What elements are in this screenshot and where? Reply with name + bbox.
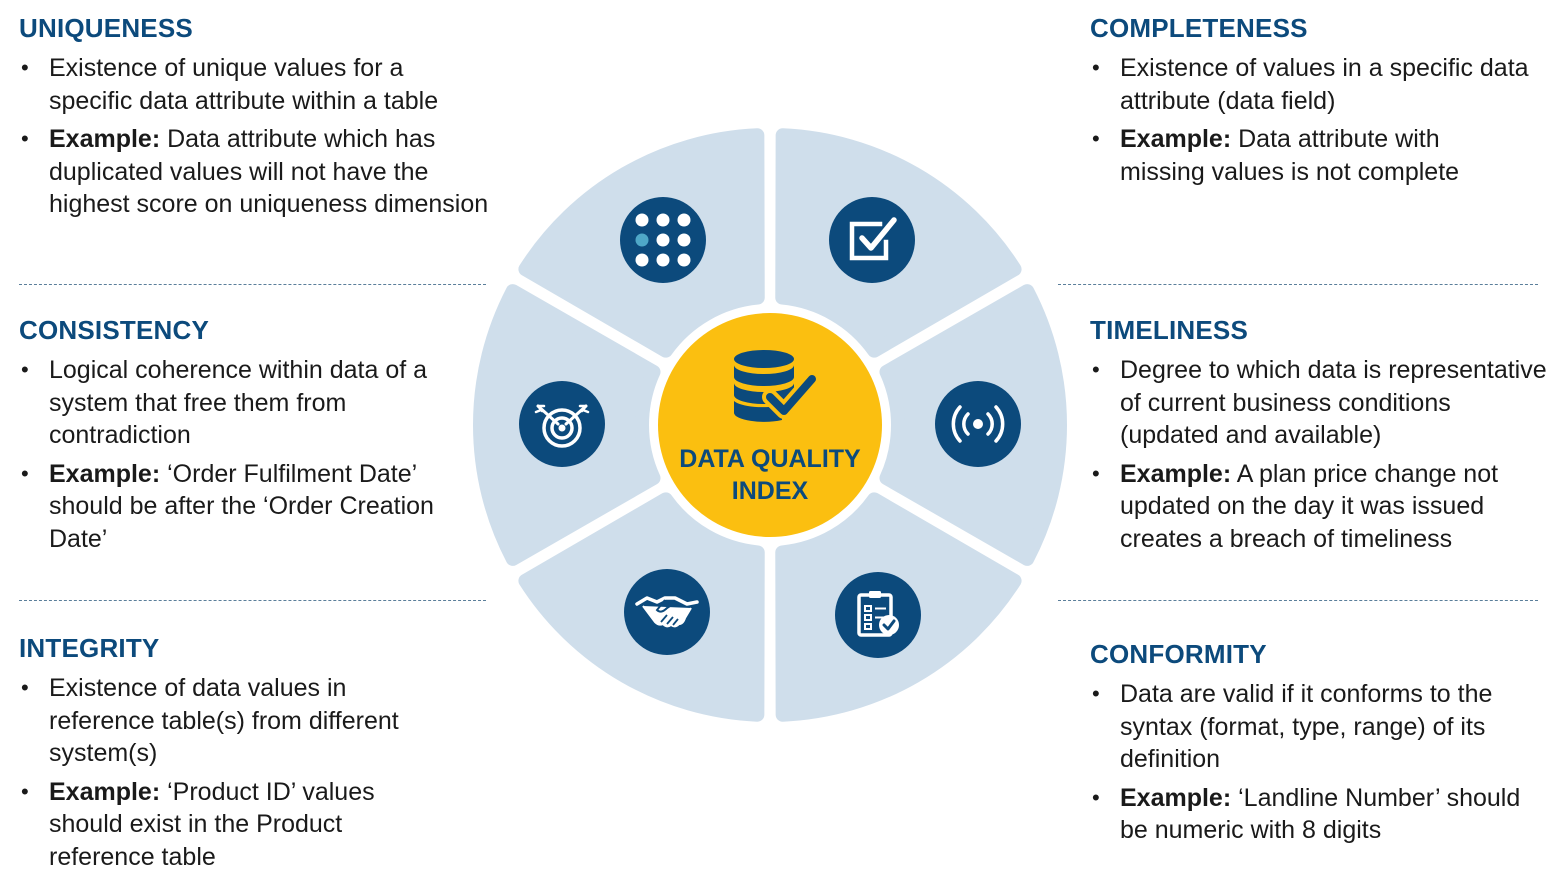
section-consistency: CONSISTENCY Logical coherence within dat… [19, 314, 469, 561]
checklist-icon [835, 572, 921, 658]
definition-text: Existence of unique values for a specifi… [49, 54, 439, 115]
bullet-list: Existence of values in a specific data a… [1090, 52, 1530, 188]
section-title: COMPLETENESS [1090, 13, 1308, 43]
broadcast-icon [935, 381, 1021, 467]
bullet-example: Example: ‘Order Fulfilment Date’ should … [19, 458, 469, 556]
section-title: INTEGRITY [19, 633, 160, 663]
target-icon [519, 381, 605, 467]
example-text: ‘Landline Number’ should be numeric with… [1120, 783, 1521, 845]
definition-text: Degree to which data is representative o… [1120, 356, 1547, 449]
divider [1058, 284, 1538, 285]
bullet-definition: Existence of values in a specific data a… [1090, 52, 1530, 117]
bullet-example: Example: A plan price change not updated… [1090, 458, 1550, 556]
example-text: ‘Product ID’ values should exist in the … [49, 777, 375, 871]
bullet-list: Degree to which data is representative o… [1090, 354, 1550, 555]
example-text: Data attribute which has duplicated valu… [49, 125, 489, 218]
example-text: Data attribute with missing values is no… [1120, 125, 1460, 186]
example-label: Example: [49, 459, 161, 488]
bullet-example: Example: Data attribute which has duplic… [19, 123, 489, 221]
section-completeness: COMPLETENESS Existence of values in a sp… [1090, 12, 1530, 194]
bullet-list: Existence of data values in reference ta… [19, 672, 419, 873]
example-label: Example: [1120, 125, 1232, 153]
divider [19, 284, 486, 285]
bullet-list: Data are valid if it conforms to the syn… [1090, 678, 1535, 847]
section-title: TIMELINESS [1090, 315, 1249, 345]
bullet-list: Existence of unique values for a specifi… [19, 52, 489, 221]
checkbox-icon [829, 197, 915, 283]
section-title: UNIQUENESS [19, 13, 193, 43]
handshake-icon [624, 569, 710, 655]
example-text: A plan price change not updated on the d… [1120, 459, 1499, 553]
bullet-definition: Existence of data values in reference ta… [19, 672, 419, 770]
section-title: CONSISTENCY [19, 315, 210, 345]
data-quality-wheel: DATA QUALITY INDEX [473, 128, 1067, 722]
example-text: ‘Order Fulfilment Date’ should be after … [49, 459, 434, 553]
dots-grid-icon [620, 197, 706, 283]
bullet-example: Example: ‘Product ID’ values should exis… [19, 776, 419, 874]
bullet-list: Logical coherence within data of a syste… [19, 354, 469, 555]
definition-text: Existence of data values in reference ta… [49, 674, 399, 767]
section-conformity: CONFORMITY Data are valid if it conforms… [1090, 638, 1535, 853]
example-label: Example: [49, 125, 161, 153]
database-check-icon [734, 350, 820, 422]
definition-text: Logical coherence within data of a syste… [49, 356, 428, 449]
section-timeliness: TIMELINESS Degree to which data is repre… [1090, 314, 1550, 561]
center-circle [658, 313, 882, 537]
example-label: Example: [49, 777, 161, 806]
bullet-definition: Existence of unique values for a specifi… [19, 52, 489, 117]
bullet-definition: Logical coherence within data of a syste… [19, 354, 469, 452]
bullet-example: Example: Data attribute with missing val… [1090, 123, 1530, 188]
section-title: CONFORMITY [1090, 639, 1267, 669]
section-uniqueness: UNIQUENESS Existence of unique values fo… [19, 12, 489, 227]
bullet-definition: Degree to which data is representative o… [1090, 354, 1550, 452]
bullet-example: Example: ‘Landline Number’ should be num… [1090, 782, 1535, 847]
definition-text: Data are valid if it conforms to the syn… [1120, 680, 1493, 773]
divider [19, 600, 486, 601]
bullet-definition: Data are valid if it conforms to the syn… [1090, 678, 1535, 776]
definition-text: Existence of values in a specific data a… [1120, 54, 1529, 115]
section-integrity: INTEGRITY Existence of data values in re… [19, 632, 419, 879]
center-title-line2: INDEX [732, 477, 809, 505]
center-title-line1: DATA QUALITY [679, 445, 861, 473]
divider [1058, 600, 1538, 601]
example-label: Example: [1120, 459, 1232, 488]
example-label: Example: [1120, 783, 1232, 812]
